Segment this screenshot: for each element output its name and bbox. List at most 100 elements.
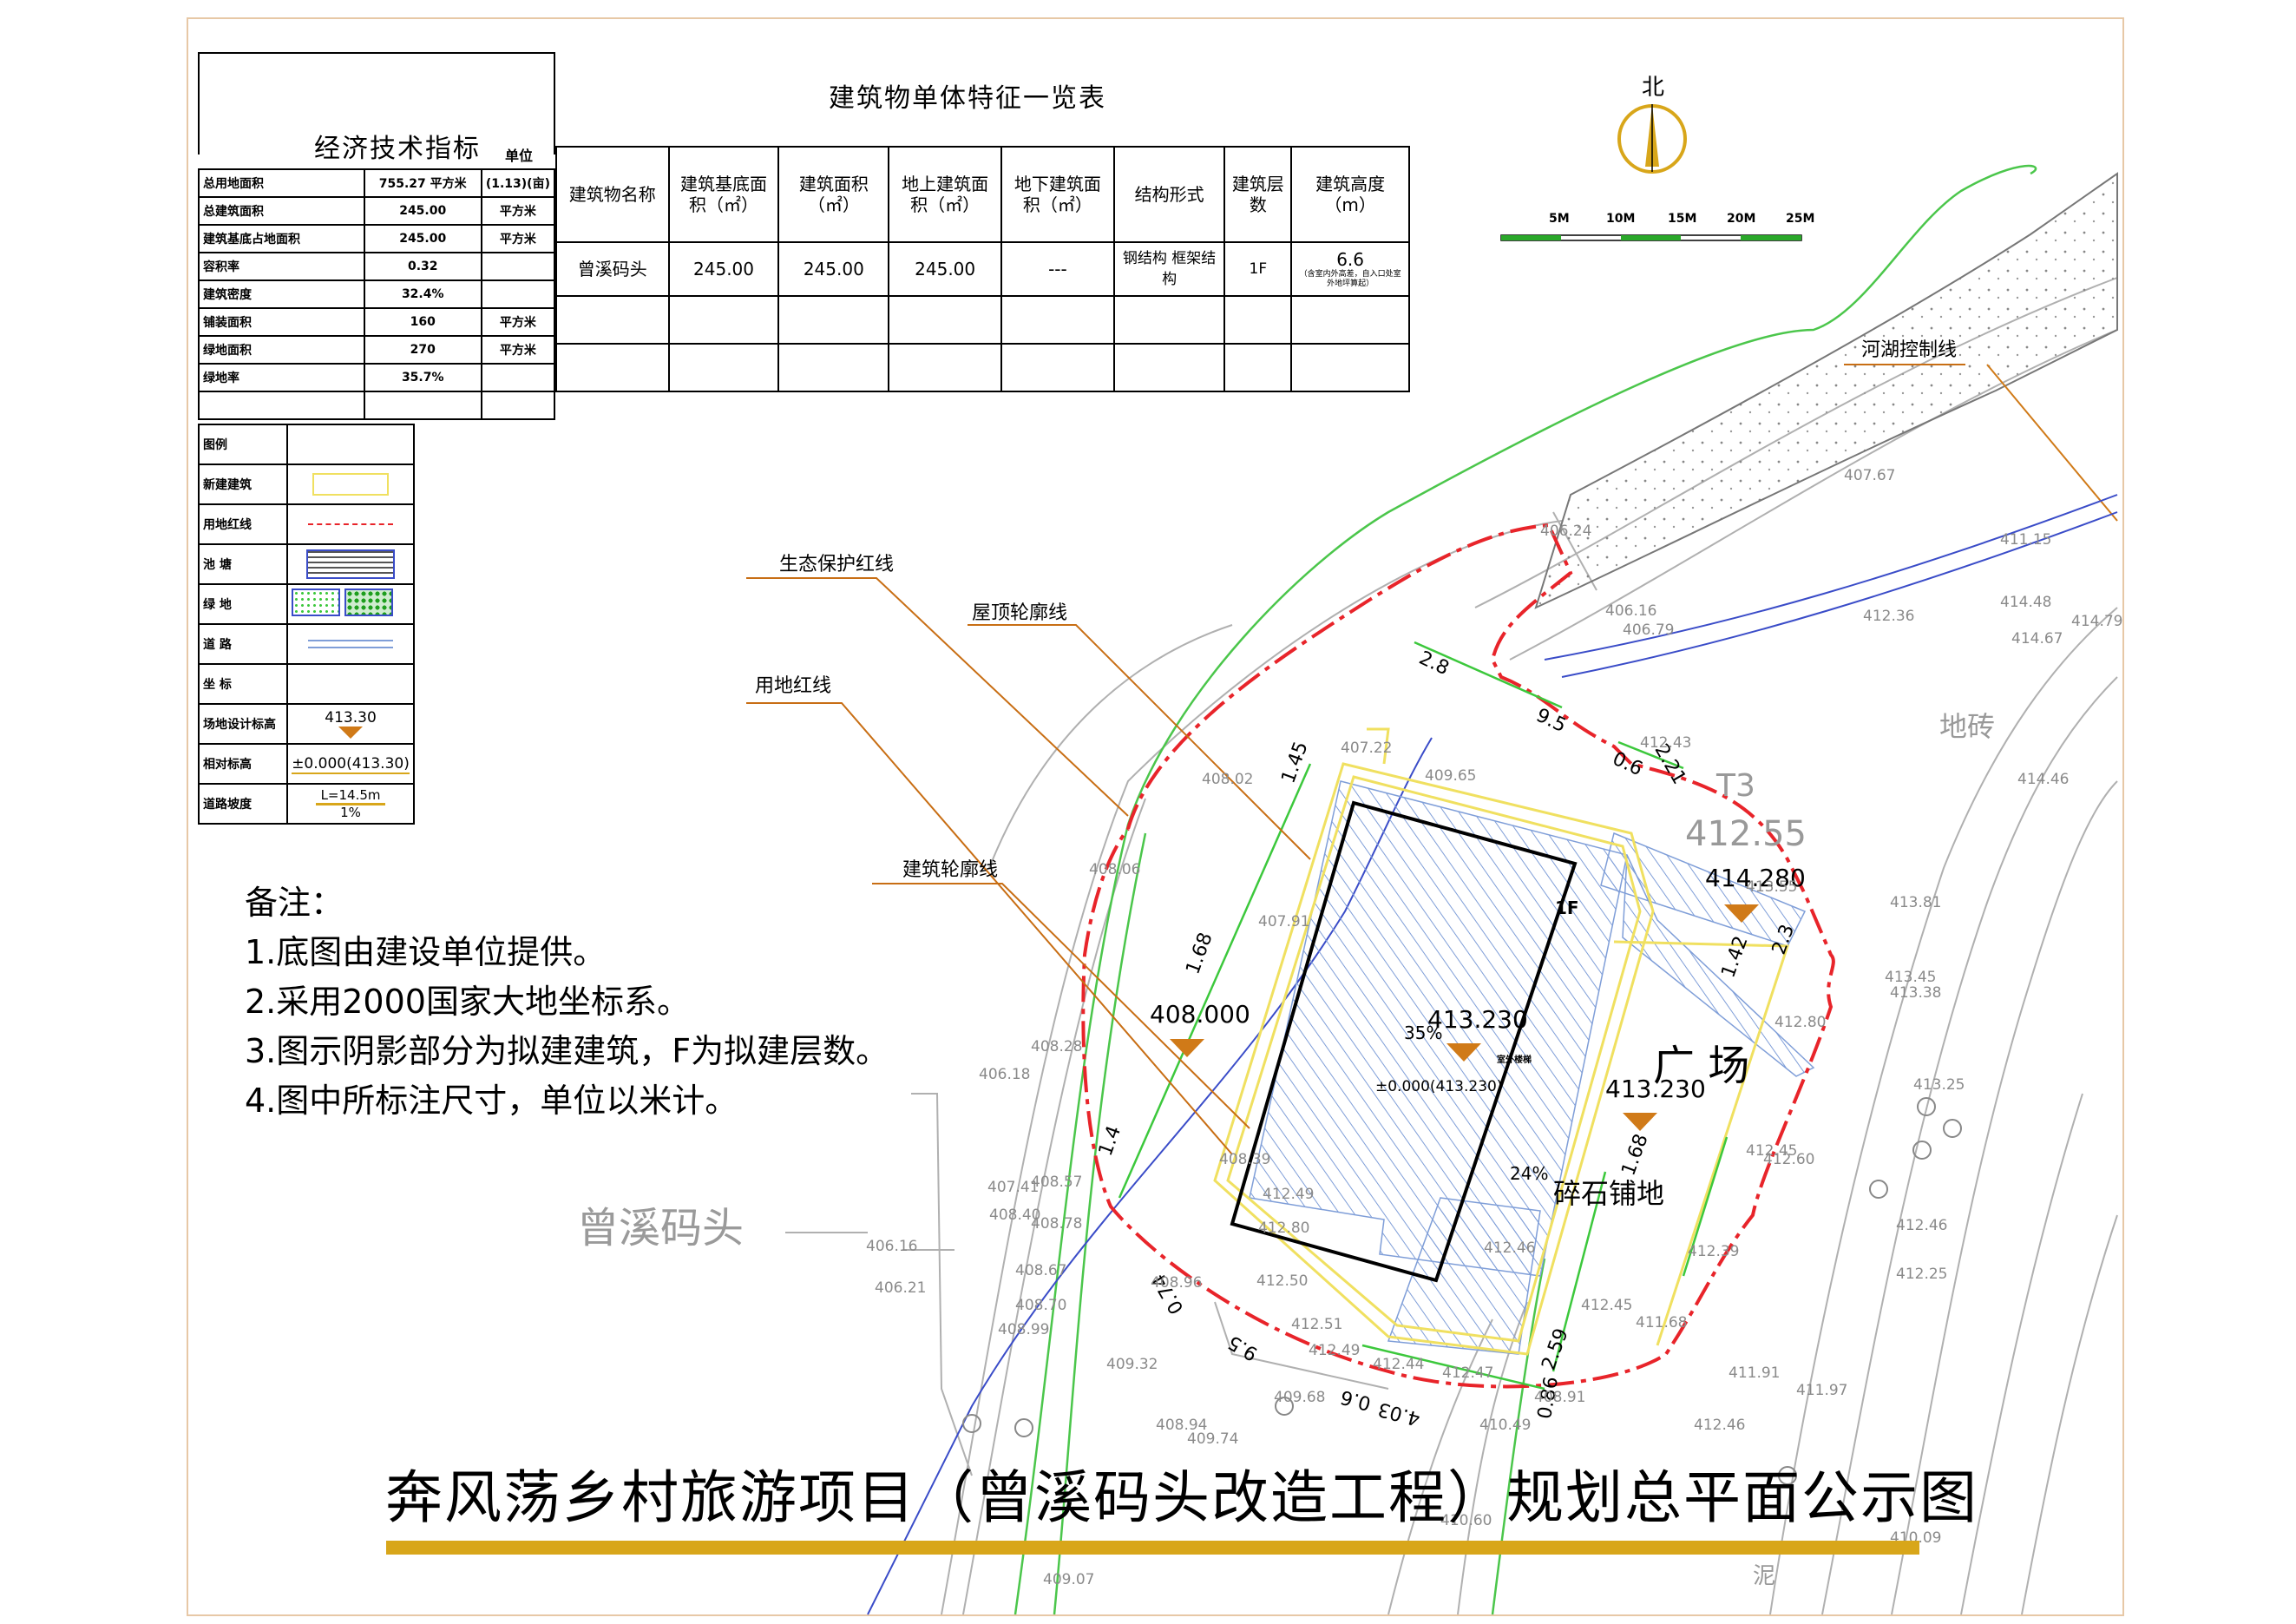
- legend-label: 道 路: [197, 623, 289, 665]
- col-header: 地下建筑面积（㎡）: [1000, 146, 1115, 243]
- eco-red-line: [1014, 164, 2037, 1615]
- cell-base-area: 245.00: [667, 241, 780, 297]
- spot: 412.46: [1484, 1239, 1536, 1257]
- slope-35: 35%: [1404, 1022, 1443, 1043]
- place-pier: 曾溪码头: [577, 1204, 745, 1253]
- econ-unit: 平方米: [480, 196, 556, 226]
- scale-tick-10: 10M: [1606, 212, 1636, 226]
- spot: 413.81: [1890, 894, 1942, 911]
- table-row-empty: [555, 295, 1410, 345]
- legend-label: 绿 地: [197, 583, 289, 625]
- note-item: 1.底图由建设单位提供。: [245, 933, 607, 971]
- spot: 413.38: [1890, 984, 1942, 1002]
- econ-value: 270: [363, 335, 482, 365]
- col-header: 建筑物名称: [555, 146, 670, 243]
- table-row: 图例: [197, 424, 415, 465]
- spot: 409.68: [1274, 1389, 1326, 1406]
- econ-value: 755.27 平方米: [363, 168, 482, 198]
- spot: 409.32: [1106, 1356, 1158, 1373]
- spot: 407.41: [987, 1179, 1040, 1196]
- table-row: 场地设计标高 413.30: [197, 703, 415, 745]
- spot: 412.25: [1896, 1266, 1948, 1283]
- legend-slope-length: L=14.5m: [320, 786, 381, 803]
- cell-below: ---: [1000, 241, 1115, 297]
- legend-label: 池 塘: [197, 543, 289, 585]
- height-value: 6.6: [1336, 249, 1365, 270]
- spot: 407.67: [1844, 467, 1896, 484]
- legend-label: 相对标高: [197, 743, 289, 785]
- econ-unit: 平方米: [480, 224, 556, 253]
- spot: 412.49: [1309, 1342, 1361, 1359]
- econ-label: 绿地率: [198, 363, 365, 392]
- table-row: 坐 标: [197, 663, 415, 705]
- cell-floors: 1F: [1223, 241, 1293, 297]
- spot: 413.55: [1746, 878, 1798, 896]
- table-row: 道 路: [197, 623, 415, 665]
- legend-level-value: 413.30: [325, 709, 377, 727]
- building-outline: [1230, 800, 1578, 1283]
- cell-structure: 钢结构 框架结构: [1112, 241, 1226, 297]
- note-item: 3.图示阴影部分为拟建建筑，F为拟建层数。: [245, 1032, 889, 1070]
- legend-sample: [286, 623, 415, 665]
- level-markers: [1170, 904, 1759, 1131]
- building-floors-label: 1F: [1555, 897, 1579, 918]
- cell-height: 6.6（含室内外高差，自入口处室外地坪算起）: [1290, 241, 1410, 297]
- slope-24: 24%: [1510, 1163, 1549, 1184]
- spot: 408.70: [1015, 1297, 1067, 1314]
- spot: 412.45: [1581, 1297, 1633, 1314]
- spot: 412.80: [1774, 1014, 1827, 1031]
- green-swatch-b: [344, 588, 393, 616]
- col-header: 结构形式: [1112, 146, 1226, 243]
- econ-label: 总用地面积: [198, 168, 365, 198]
- legend-title: 图例: [197, 424, 289, 465]
- callout-river: 河湖控制线: [1861, 339, 1958, 361]
- spot: 408.39: [1219, 1151, 1271, 1168]
- spot: 412.60: [1763, 1151, 1815, 1168]
- spot: 414.67: [2011, 630, 2063, 648]
- legend-sample: [286, 663, 415, 705]
- econ-unit: [480, 252, 556, 281]
- table-row: 池 塘: [197, 543, 415, 585]
- spot: 411.97: [1796, 1382, 1848, 1399]
- table-row: 绿 地: [197, 583, 415, 625]
- col-header: 建筑基底面积（㎡）: [667, 146, 780, 243]
- height-note: （含室内外高差，自入口处室外地坪算起）: [1299, 270, 1401, 288]
- table-row: 曾溪码头 245.00 245.00 245.00 --- 钢结构 框架结构 1…: [555, 241, 1410, 297]
- pond-swatch: [306, 549, 396, 579]
- cell-above: 245.00: [888, 241, 1003, 297]
- drawing-frame: [187, 17, 2124, 1616]
- spot: 411.68: [1636, 1314, 1688, 1331]
- spot: 408.57: [1031, 1174, 1083, 1191]
- legend-label: 坐 标: [197, 663, 289, 705]
- econ-title: 经济技术指标: [314, 134, 481, 164]
- place-mud: 泥: [1753, 1563, 1776, 1589]
- note-item: 4.图中所标注尺寸，单位以米计。: [245, 1082, 738, 1120]
- econ-value: 35.7%: [363, 363, 482, 392]
- callout-roof: 屋顶轮廓线: [972, 602, 1068, 624]
- level-413-b: 413.230: [1605, 1075, 1706, 1103]
- red-line-swatch: [308, 523, 394, 525]
- place-plaza: 广 场: [1653, 1042, 1750, 1090]
- spot: 408.67: [1015, 1262, 1067, 1279]
- callout-bldg: 建筑轮廓线: [902, 859, 999, 881]
- spot: 412.51: [1291, 1316, 1343, 1333]
- title-underline: [386, 1541, 1919, 1555]
- legend-sample: [286, 464, 415, 505]
- cell-area: 245.00: [777, 241, 890, 297]
- label-big-level: 412.55: [1685, 814, 1807, 854]
- label-t3: T3: [1716, 768, 1755, 804]
- spot: 409.07: [1043, 1571, 1095, 1588]
- spot: 414.46: [2017, 771, 2070, 788]
- callout-eco: 生态保护红线: [779, 554, 895, 575]
- econ-label: 绿地面积: [198, 335, 365, 365]
- spot: 406.79: [1623, 621, 1675, 639]
- dimension-lines: [1118, 641, 1729, 1391]
- col-header: 建筑层数: [1223, 146, 1293, 243]
- econ-label: 铺装面积: [198, 307, 365, 337]
- legend-sample: ±0.000(413.30): [286, 743, 415, 785]
